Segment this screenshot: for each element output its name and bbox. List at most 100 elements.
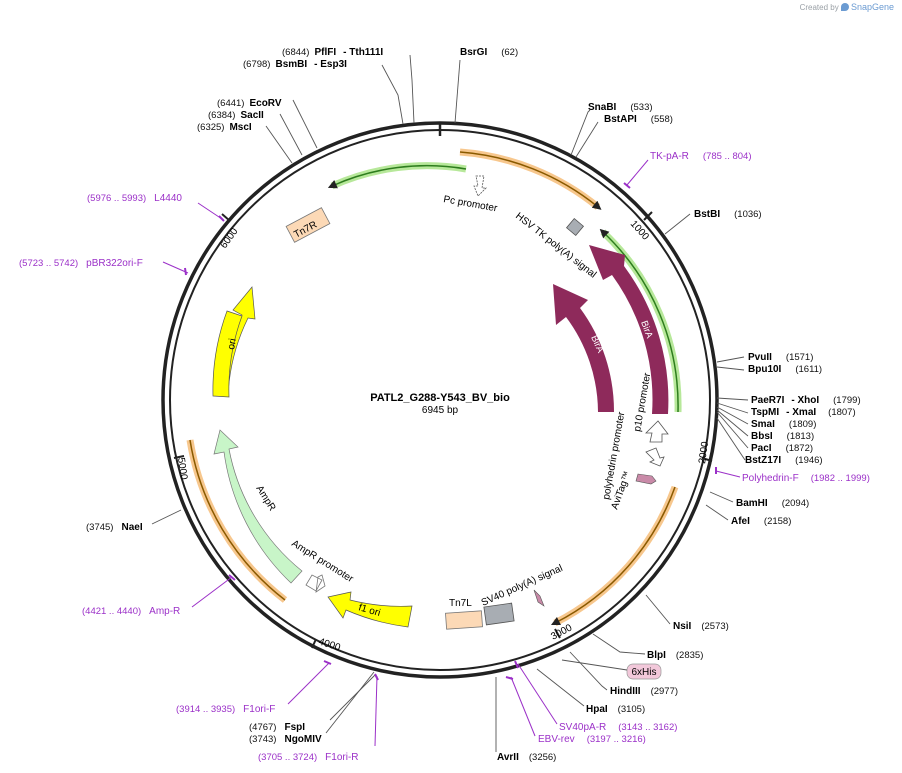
- hsv-tk-box[interactable]: [565, 217, 585, 237]
- site-label-BsmBI[interactable]: (6798)BsmBI- Esp3I: [243, 59, 347, 70]
- site-label-BamHI[interactable]: BamHI(2094): [736, 498, 809, 509]
- site-name: PaeR7I: [751, 395, 785, 406]
- site-pos: (6384): [208, 110, 235, 121]
- site-label-BlpI[interactable]: BlpI(2835): [647, 650, 703, 661]
- site-label-TspMI[interactable]: TspMI- XmaI(1807): [751, 407, 856, 418]
- primer-label-Amp-R[interactable]: (4421 .. 4440)Amp-R: [82, 606, 180, 617]
- site-pos: (3743): [249, 734, 276, 745]
- his-tag-badge[interactable]: [626, 663, 662, 680]
- site-label-Bpu10I[interactable]: Bpu10I(1611): [748, 364, 822, 375]
- pc-promoter-arrow[interactable]: [473, 175, 487, 197]
- green-arc-top: [330, 162, 467, 190]
- primer-name: TK-pA-R: [650, 151, 689, 162]
- site-label-BsrGI[interactable]: BsrGI(62): [460, 47, 518, 58]
- watermark-brand: SnapGene: [850, 2, 894, 12]
- primer-name: Polyhedrin-F: [742, 473, 799, 484]
- site-pos: (1809): [789, 419, 816, 430]
- ampr-arrow[interactable]: [213, 429, 303, 584]
- primer-label-TK-pA-R[interactable]: TK-pA-R(785 .. 804): [650, 151, 752, 162]
- primer-range: (3705 .. 3724): [258, 752, 317, 763]
- small-feature-arrow[interactable]: [533, 589, 545, 607]
- site-name: EcoRV: [249, 98, 281, 109]
- site-label-SacII[interactable]: (6384)SacII: [208, 110, 264, 121]
- primer-name: SV40pA-R: [559, 722, 606, 733]
- primer-label-EBV-rev[interactable]: EBV-rev (3197 .. 3216): [538, 734, 646, 745]
- site-pos: (6441): [217, 98, 244, 109]
- birA-outer-arrow[interactable]: [589, 245, 669, 414]
- p10-promoter-arrow[interactable]: [645, 420, 669, 443]
- site-pos: (2573): [701, 621, 728, 632]
- site-label-SnaBI[interactable]: SnaBI(533): [588, 102, 653, 113]
- site-pos: (1571): [786, 352, 813, 363]
- ori-arrow-body: [212, 310, 243, 398]
- site-label-NsiI[interactable]: NsiI(2573): [673, 621, 729, 632]
- site-label-BstBI[interactable]: BstBI(1036): [694, 209, 762, 220]
- tn7l-box[interactable]: [445, 610, 483, 630]
- site-label-BbsI[interactable]: BbsI(1813): [751, 431, 814, 442]
- tick-label-3000: 3000: [549, 622, 574, 642]
- site-label-NaeI[interactable]: (4767)FspI: [249, 722, 305, 733]
- site-label-FspI[interactable]: (3745)NaeI: [86, 522, 143, 533]
- site-label-MscI[interactable]: (6325)MscI: [197, 122, 252, 133]
- site-label-AfeI[interactable]: AfeI(2158): [731, 516, 791, 527]
- tick-label-5000: 5000: [175, 457, 189, 481]
- site-label-AvrII[interactable]: AvrII(3256): [497, 752, 556, 763]
- his-tag-leader: [561, 659, 628, 671]
- site-name: SnaBI: [588, 102, 617, 113]
- site-name: BsmBI: [275, 59, 307, 70]
- snapgene-logo-icon: [840, 3, 849, 11]
- site-label-BstAPI[interactable]: BstAPI(558): [604, 114, 673, 125]
- site-name: HpaI: [586, 704, 608, 715]
- site-label-BstZ17I[interactable]: BstZ17I (1946): [745, 455, 823, 466]
- site-label-PvuII[interactable]: PvuII (1571): [748, 352, 813, 363]
- birA-inner-arrow[interactable]: [553, 284, 615, 412]
- sv40-polyA-label: SV40 poly(A) signal: [480, 563, 565, 609]
- site-name: SmaI: [751, 419, 775, 430]
- primer-range: (5976 .. 5993): [87, 193, 146, 204]
- site-pos: (2977): [651, 686, 678, 697]
- primer-name: F1ori-R: [325, 752, 358, 763]
- tn7r-box[interactable]: [285, 207, 331, 243]
- site-name: BamHI: [736, 498, 768, 509]
- site-name: BstZ17I: [745, 455, 781, 466]
- primer-label-SV40pA-R[interactable]: SV40pA-R(3143 .. 3162): [559, 722, 677, 733]
- site-name: PvuII: [748, 352, 772, 363]
- primer-name: EBV-rev: [538, 734, 575, 745]
- primer-label-pBR322ori-F[interactable]: (5723 .. 5742)pBR322ori-F: [19, 258, 143, 269]
- site-name: PflFI: [314, 47, 336, 58]
- site-label-SmaI[interactable]: SmaI (1809): [751, 419, 816, 430]
- site-name: HindIII: [610, 686, 641, 697]
- polyhedrin-promoter-arrow[interactable]: [645, 447, 665, 467]
- site-pos: (6844): [282, 47, 309, 58]
- primer-label-F1ori-F[interactable]: (3914 .. 3935)F1ori-F: [176, 704, 275, 715]
- orf-arc-right-line: [550, 486, 676, 626]
- tick-label-2000: 2000: [697, 440, 711, 464]
- green-arc-top-line: [327, 164, 467, 189]
- site-leaders: [151, 54, 749, 752]
- ampr-promoter-arrow[interactable]: [305, 574, 326, 593]
- site-label-HpaI[interactable]: HpaI(3105): [586, 704, 645, 715]
- site-label-NgoMIV[interactable]: (3743)NgoMIV: [249, 734, 322, 745]
- site-pos: (1946): [795, 455, 822, 466]
- site-label-EcoRV[interactable]: (6441) EcoRV: [217, 98, 282, 109]
- avitag-arrow[interactable]: [635, 473, 657, 485]
- sv40-polyA-box[interactable]: [483, 602, 515, 626]
- primer-range: (3197 .. 3216): [587, 734, 646, 745]
- site-pos: (1813): [787, 431, 814, 442]
- site-label-PaeR7I[interactable]: PaeR7I- XhoI(1799): [751, 395, 861, 406]
- site-label-HindIII[interactable]: HindIII (2977): [610, 686, 678, 697]
- site-pos: (4767): [249, 722, 276, 733]
- orf-arc-left: [186, 439, 288, 603]
- site-pos: (6798): [243, 59, 270, 70]
- site-name: NaeI: [121, 522, 142, 533]
- site-label-PacI[interactable]: PacI(1872): [751, 443, 813, 454]
- primer-leaders: [162, 159, 741, 747]
- site-label-PflFI[interactable]: (6844)PflFI- Tth111I: [282, 47, 383, 58]
- f1-ori-arrow[interactable]: [327, 591, 413, 628]
- primer-label-Polyhedrin-F[interactable]: Polyhedrin-F(1982 .. 1999): [742, 473, 870, 484]
- backbone-outer: [161, 121, 719, 679]
- primer-label-F1ori-R[interactable]: (3705 .. 3724) F1ori-R: [258, 752, 359, 763]
- p10-promoter-label: p10 promoter: [632, 371, 653, 432]
- primer-label-L4440[interactable]: (5976 .. 5993)L4440: [87, 193, 182, 204]
